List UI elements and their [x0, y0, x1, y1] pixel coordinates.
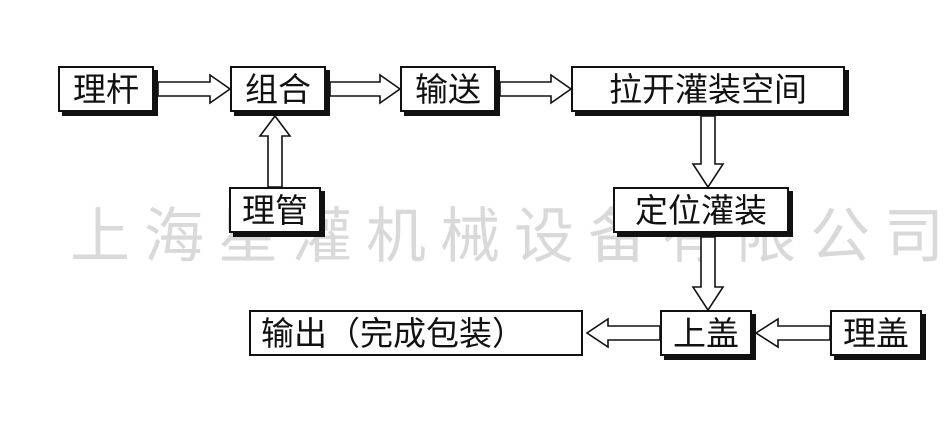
arrow-shu-song-to-la-kai [499, 73, 573, 105]
node-ding-wei-guan-zhuang: 定位灌装 [613, 187, 789, 233]
node-la-kai-guan-zhuang-kong-jian: 拉开灌装空间 [571, 66, 845, 112]
node-li-gan: 理杆 [58, 66, 154, 112]
node-shang-gai: 上盖 [660, 310, 752, 356]
arrow-ding-wei-to-shang-gai [691, 236, 725, 312]
arrow-la-kai-to-ding-wei [691, 115, 725, 189]
arrow-shang-gai-to-shu-chu [585, 317, 661, 349]
node-li-gai: 理盖 [830, 310, 922, 356]
arrow-zu-he-to-shu-song [329, 73, 402, 105]
arrow-li-gan-to-zu-he [157, 73, 232, 105]
arrow-li-guan-to-zu-he [258, 114, 292, 188]
node-zu-he: 组合 [230, 66, 326, 112]
node-shu-chu: 输出（完成包装） [249, 310, 583, 356]
node-li-guan: 理管 [229, 187, 321, 233]
arrow-li-gai-to-shang-gai [754, 317, 831, 349]
